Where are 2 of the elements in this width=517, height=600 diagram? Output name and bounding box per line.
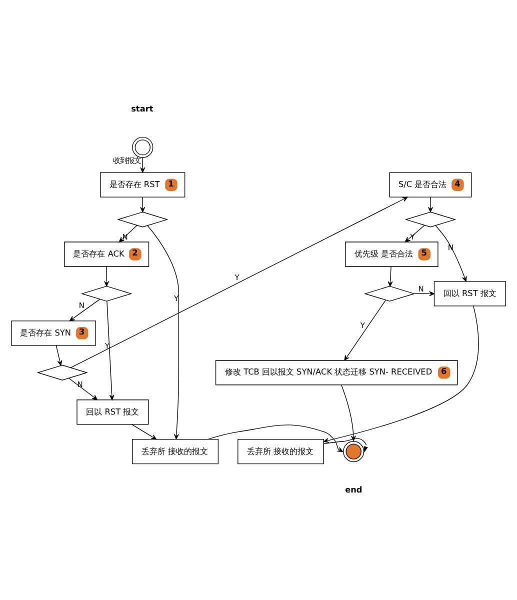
node-label: end [345,484,362,494]
node-label: start [131,102,154,113]
